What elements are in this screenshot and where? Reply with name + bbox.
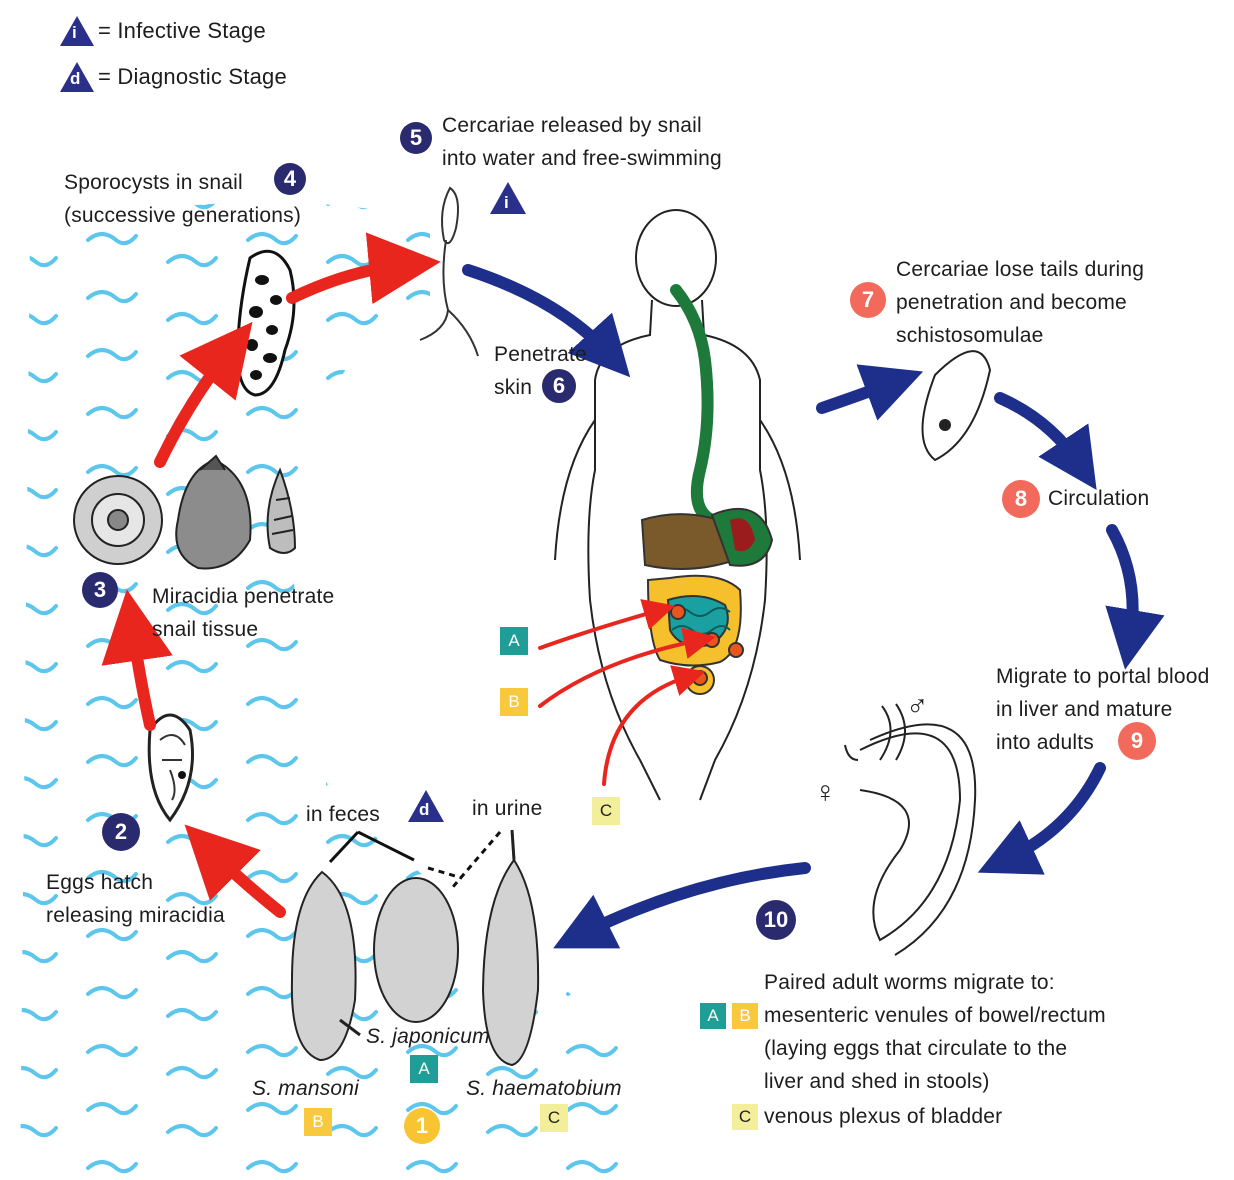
step6-text-line1: Penetrate [494,338,587,371]
adult-worms-illustration [845,704,975,955]
site-letter-a-body: A [500,627,528,655]
step5-text-line2: into water and free-swimming [442,142,722,175]
site-letter-b-body: B [500,688,528,716]
step4-text-line1: Sporocysts in snail [64,166,243,199]
step2-text-line1: Eggs hatch [46,866,153,899]
step8-badge: 8 [1002,480,1040,518]
step7-text-line3: schistosomulae [896,319,1044,352]
eggs-diagnostic-symbol: d [419,793,430,826]
male-symbol: ♂ [906,690,929,723]
site-letter-a-eggs: A [410,1055,438,1083]
in-urine-label: in urine [472,792,542,825]
s-japonicum-label: S. japonicum [366,1020,490,1053]
site-letter-b-eggs: B [304,1108,332,1136]
step6-badge: 6 [542,369,576,403]
infective-symbol: i [72,16,77,49]
worms-text-line3: (laying eggs that circulate to the [764,1032,1067,1065]
worms-text-line5: venous plexus of bladder [764,1100,1002,1133]
human-body-illustration [555,210,800,800]
step7-text-line1: Cercariae lose tails during [896,253,1144,286]
infective-stage-label: = Infective Stage [98,14,266,47]
step8-text: Circulation [1048,482,1149,515]
infective-stage-legend-icon [58,14,96,48]
worms-text-line4: liver and shed in stools) [764,1065,990,1098]
female-symbol: ♀ [814,776,837,809]
step3-text-line1: Miracidia penetrate [152,580,334,613]
s-mansoni-label: S. mansoni [252,1072,359,1105]
site-letter-c-worms: C [732,1104,758,1130]
step5-text-line1: Cercariae released by snail [442,109,702,142]
step6-text-line2: skin [494,371,532,404]
step1-badge: 1 [404,1108,440,1144]
site-letter-a-worms: A [700,1003,726,1029]
step9-badge: 9 [1118,722,1156,760]
worms-text-line1: Paired adult worms migrate to: [764,966,1055,999]
step10-badge: 10 [756,900,796,940]
step7-badge: 7 [850,282,886,318]
step7-text-line2: penetration and become [896,286,1127,319]
site-letter-c-body: C [592,797,620,825]
diagnostic-stage-label: = Diagnostic Stage [98,60,287,93]
step4-text-line2: (successive generations) [64,199,301,232]
step5-infective-symbol: i [504,186,509,219]
step4-badge: 4 [274,163,306,195]
site-letter-b-worms: B [732,1003,758,1029]
step3-badge: 3 [82,572,118,608]
diagnostic-symbol: d [70,62,81,95]
s-haematobium-label: S. haematobium [466,1072,622,1105]
step9-text-line2: in liver and mature [996,693,1173,726]
step3-text-line2: snail tissue [152,613,258,646]
step2-text-line2: releasing miracidia [46,899,225,932]
step9-text-line3: into adults [996,726,1094,759]
worms-text-line2: mesenteric venules of bowel/rectum [764,999,1106,1032]
schistosomulum-illustration [923,351,991,460]
in-feces-label: in feces [306,798,380,831]
step2-badge: 2 [102,813,140,851]
step5-badge: 5 [400,122,432,154]
step9-text-line1: Migrate to portal blood [996,660,1210,693]
site-letter-c-eggs: C [540,1104,568,1132]
